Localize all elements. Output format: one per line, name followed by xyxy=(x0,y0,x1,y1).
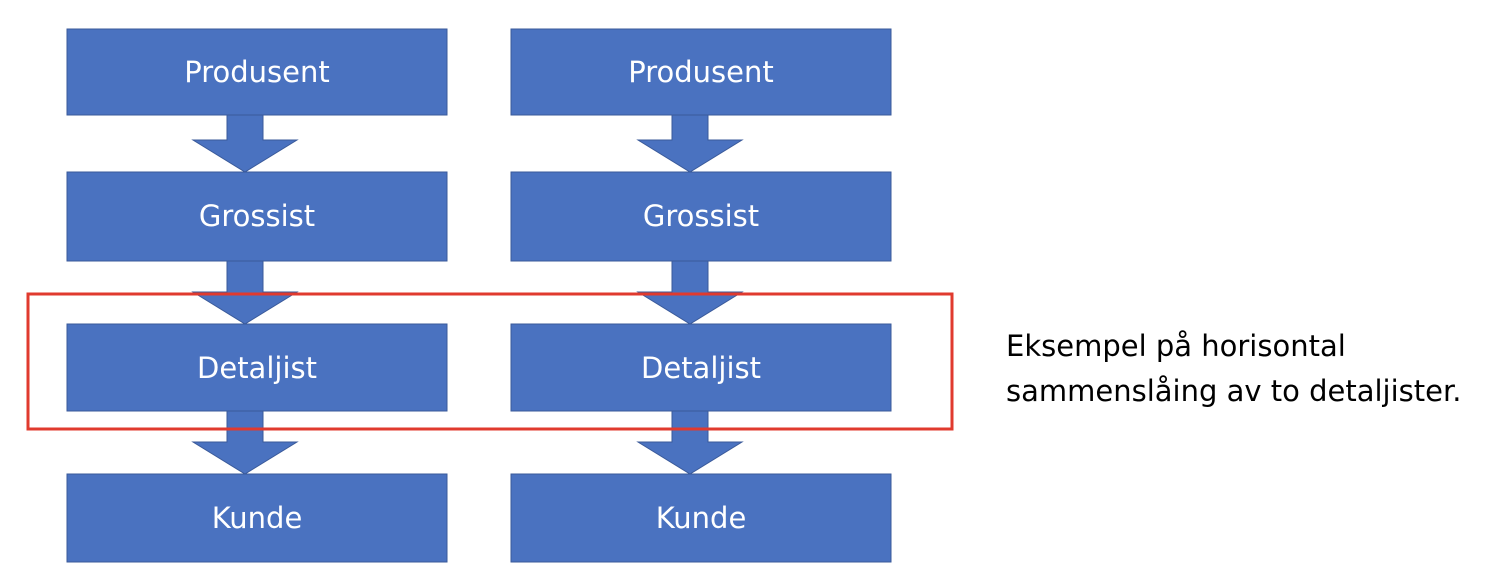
caption-line-2: sammenslåing av to detaljister. xyxy=(1006,374,1462,408)
diagram-caption: Eksempel på horisontal sammenslåing av t… xyxy=(1006,324,1476,414)
node-grossist-right: Grossist xyxy=(510,171,892,262)
node-detaljist-right: Detaljist xyxy=(510,323,892,412)
arrow-detaljist-to-kunde-left xyxy=(191,409,299,475)
left-chain: Produsent Grossist Detaljist Kunde xyxy=(66,28,448,563)
node-label: Kunde xyxy=(656,501,747,535)
node-label: Grossist xyxy=(643,199,759,233)
caption-line-1: Eksempel på horisontal xyxy=(1006,329,1346,363)
node-kunde-right: Kunde xyxy=(510,473,892,563)
node-kunde-left: Kunde xyxy=(66,473,448,563)
node-produsent-right: Produsent xyxy=(510,28,892,116)
right-chain: Produsent Grossist Detaljist Kunde xyxy=(510,28,892,563)
arrow-detaljist-to-kunde-right xyxy=(636,409,744,475)
node-label: Produsent xyxy=(628,55,774,89)
node-grossist-left: Grossist xyxy=(66,171,448,262)
horizontal-merge-highlight xyxy=(26,292,954,431)
node-detaljist-left: Detaljist xyxy=(66,323,448,412)
node-label: Grossist xyxy=(199,199,315,233)
node-label: Produsent xyxy=(184,55,330,89)
arrow-produsent-to-grossist-right xyxy=(636,113,744,173)
node-label: Kunde xyxy=(212,501,303,535)
node-label: Detaljist xyxy=(197,351,317,385)
node-label: Detaljist xyxy=(641,351,761,385)
node-produsent-left: Produsent xyxy=(66,28,448,116)
arrow-produsent-to-grossist-left xyxy=(191,113,299,173)
